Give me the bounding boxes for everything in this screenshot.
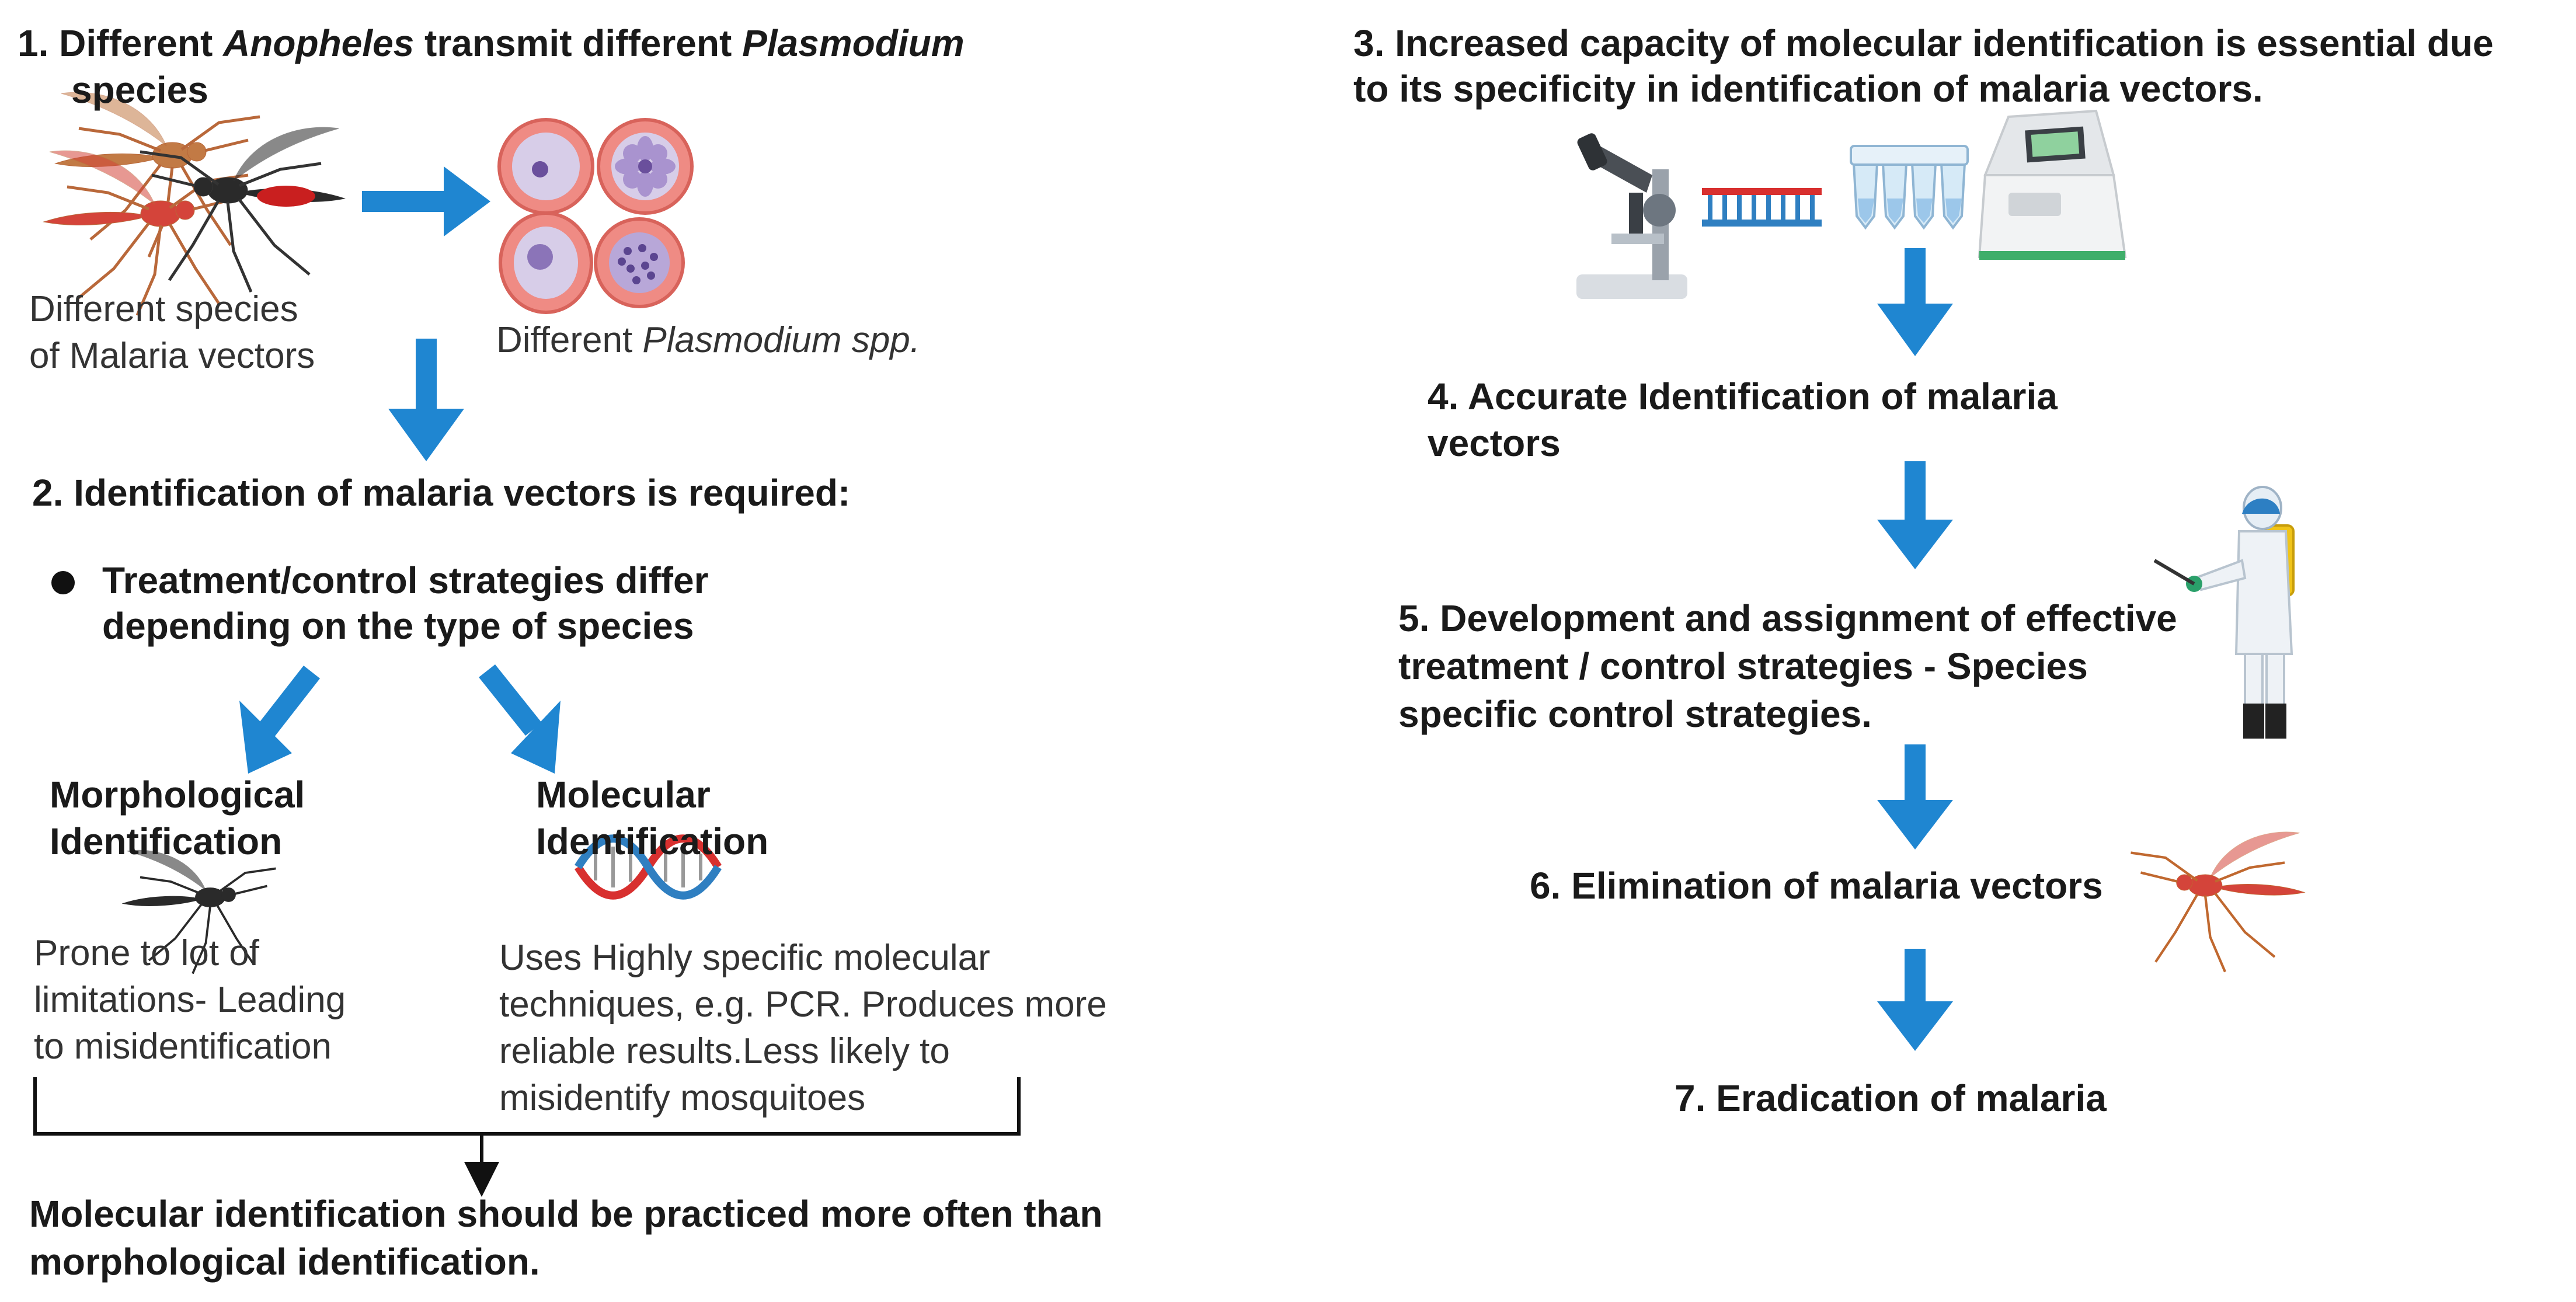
plasmodium-cells-icon [497,118,694,314]
vectors-caption-line2: of Malaria vectors [29,336,315,376]
molecular-desc-line3: reliable results.Less likely to [499,1031,950,1071]
step-6-title: 6. Elimination of malaria vectors [1530,865,2103,907]
molecular-desc-line2: techniques, e.g. PCR. Produces more [499,984,1107,1025]
step-4-line1: 4. Accurate Identification of malaria [1428,375,2058,417]
plasmodium-caption-text: Different [496,320,643,360]
step-5-line1: 5. Development and assignment of effecti… [1398,597,2177,639]
step-5-line3: specific control strategies. [1398,693,1872,735]
arrow-down-icon [1877,744,1953,850]
arrow-down-icon [1877,248,1953,356]
morphological-desc-line3: to misidentification [34,1026,332,1067]
arrow-down-icon [1877,461,1953,569]
step-3-line2: to its specificity in identification of … [1353,68,2263,110]
step-1-title-line2: species [71,69,208,111]
microscope-icon [1576,133,1687,299]
step-2-title: 2. Identification of malaria vectors is … [32,472,851,514]
mosquito-icon [2131,832,2305,972]
step-7-title: 7. Eradication of malaria [1675,1077,2107,1119]
step-1-text-b: transmit different [414,22,743,64]
molecular-title-line2: Identification [536,820,769,862]
plasmodium-caption: Different Plasmodium spp. [496,318,920,363]
step-5-line2: treatment / control strategies - Species [1398,645,2088,687]
step-3-line1: 3. Increased capacity of molecular ident… [1353,22,2494,64]
arrow-down-icon [1877,949,1953,1051]
sprayer-worker-icon [2153,486,2295,739]
molecular-desc-line4: misidentify mosquitoes [499,1078,866,1118]
pcr-tubes-icon [1850,145,1969,230]
arrow-down-left-icon [239,666,320,774]
morphological-desc-line1: Prone to lot of [34,933,260,973]
step-1-number: 1. [18,22,49,64]
bullet-line2: depending on the type of species [102,605,694,647]
molecular-desc-line1: Uses Highly specific molecular [499,938,990,978]
conclusion-line2: morphological identification. [29,1241,540,1283]
morphological-desc-line2: limitations- Leading [34,980,346,1020]
step-1-text-a: Different [59,22,224,64]
arrow-down-icon [388,339,464,461]
step-1-genus-anopheles: Anopheles [223,22,415,64]
bullet-line1: Treatment/control strategies differ [102,559,709,601]
step-1-genus-plasmodium: Plasmodium [742,22,965,64]
step-1-title: 1. Different Anopheles transmit differen… [18,20,1057,66]
step-4-line2: vectors [1428,422,1561,464]
arrow-right-icon [362,166,490,236]
molecular-title-line1: Molecular [536,774,711,816]
vectors-caption-line1: Different species [29,289,298,329]
pcr-machine-icon [1978,109,2127,260]
morphological-title-line1: Morphological [50,774,305,816]
dna-ladder-icon [1702,188,1822,227]
bracket-connector [33,1077,1021,1197]
dna-icon [575,834,722,900]
arrow-down-right-icon [479,664,561,774]
mosquito-icon [55,92,260,257]
plasmodium-caption-genus: Plasmodium spp. [642,320,920,360]
morphological-title-line2: Identification [50,820,283,862]
conclusion-line1: Molecular identification should be pract… [29,1193,1103,1235]
mosquito-icon [140,127,344,292]
bullet-dot [51,571,75,594]
